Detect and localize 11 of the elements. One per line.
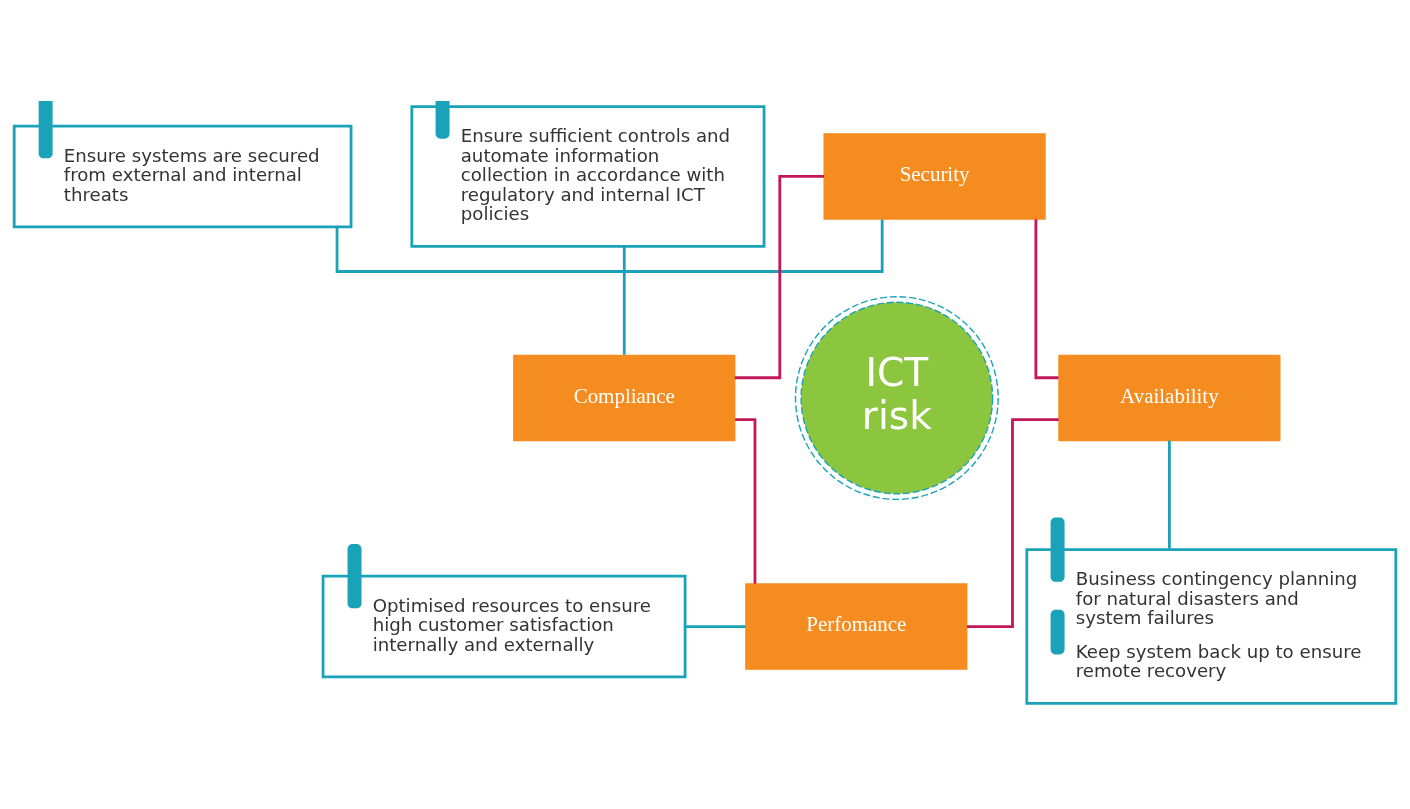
connector <box>335 219 884 273</box>
node-box: Compliance <box>513 354 736 441</box>
connector <box>622 246 626 355</box>
node-box: Availability <box>1058 354 1281 441</box>
connector <box>685 624 746 628</box>
connector <box>1168 440 1171 549</box>
connector <box>734 174 825 379</box>
node-box: Security <box>823 132 1046 220</box>
connector <box>966 417 1059 628</box>
node-box: Perfomance <box>745 582 968 670</box>
node-circle: ICT risk <box>794 295 999 500</box>
